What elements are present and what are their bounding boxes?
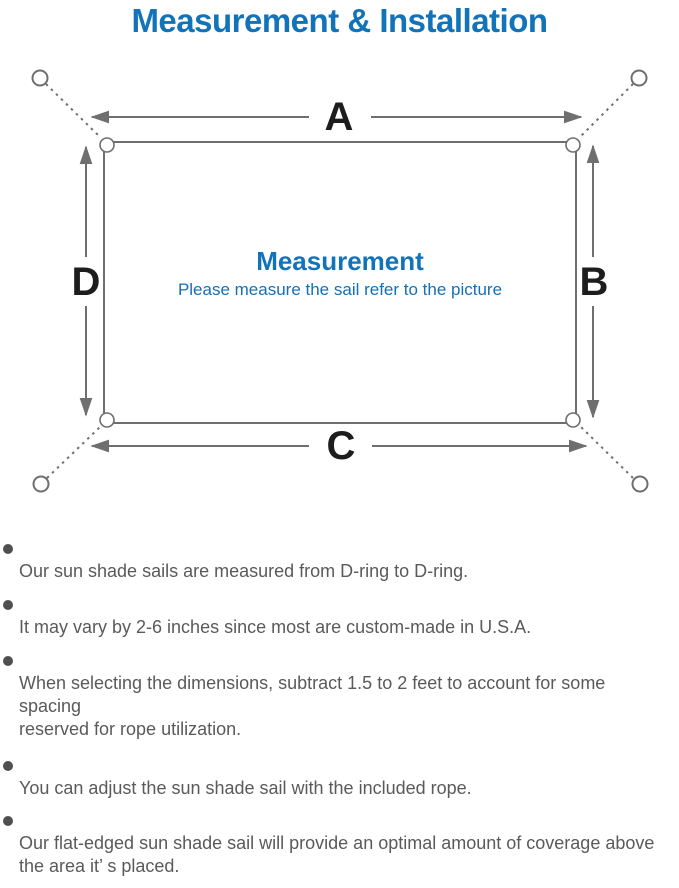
anchor-ring-icon-bottom-right (631, 475, 649, 493)
anchor-ring-icon-bottom-left (32, 475, 50, 493)
d-ring-icon-bottom-left (99, 412, 115, 428)
page-title: Measurement & Installation (131, 2, 548, 39)
tether-line-bottom-left (46, 426, 101, 479)
dimension-label-b: B (580, 260, 609, 304)
bullet-icon (3, 656, 13, 666)
note-text: You can adjust the sun shade sail with t… (19, 778, 472, 798)
tether-line-top-left (45, 83, 100, 137)
bullet-icon (3, 600, 13, 610)
note-text: Our sun shade sails are measured from D-… (19, 561, 469, 581)
diagram-center-title: Measurement (256, 246, 424, 276)
dimension-label-a: A (325, 95, 354, 139)
diagram-center-subtitle: Please measure the sail refer to the pic… (178, 280, 502, 299)
note-text: Our flat-edged sun shade sail will provi… (19, 833, 655, 876)
sail-outline (103, 141, 577, 424)
anchor-ring-icon-top-right (630, 69, 648, 87)
d-ring-icon-bottom-right (565, 412, 581, 428)
bullet-icon (3, 761, 13, 771)
d-ring-icon-top-left (99, 137, 115, 153)
list-item: It may vary by 2-6 inches since most are… (3, 593, 671, 639)
tether-line-bottom-right (580, 426, 634, 479)
dimension-label-c: C (327, 424, 356, 468)
bullet-icon (3, 544, 13, 554)
anchor-ring-icon-top-left (31, 69, 49, 87)
list-item: Our flat-edged sun shade sail will provi… (3, 809, 671, 878)
note-text: When selecting the dimensions, subtract … (19, 673, 606, 739)
notes-list: Our sun shade sails are measured from D-… (3, 537, 671, 888)
list-item: When selecting the dimensions, subtract … (3, 649, 671, 741)
d-ring-icon-top-right (565, 137, 581, 153)
bullet-icon (3, 816, 13, 826)
measurement-diagram: A C D B Measurement Please measure the s… (31, 69, 649, 493)
list-item: You can adjust the sun shade sail with t… (3, 754, 671, 800)
list-item: Our sun shade sails are measured from D-… (3, 537, 671, 583)
note-text: It may vary by 2-6 inches since most are… (19, 617, 532, 637)
dimension-label-d: D (72, 260, 101, 304)
tether-line-top-right (580, 83, 634, 137)
